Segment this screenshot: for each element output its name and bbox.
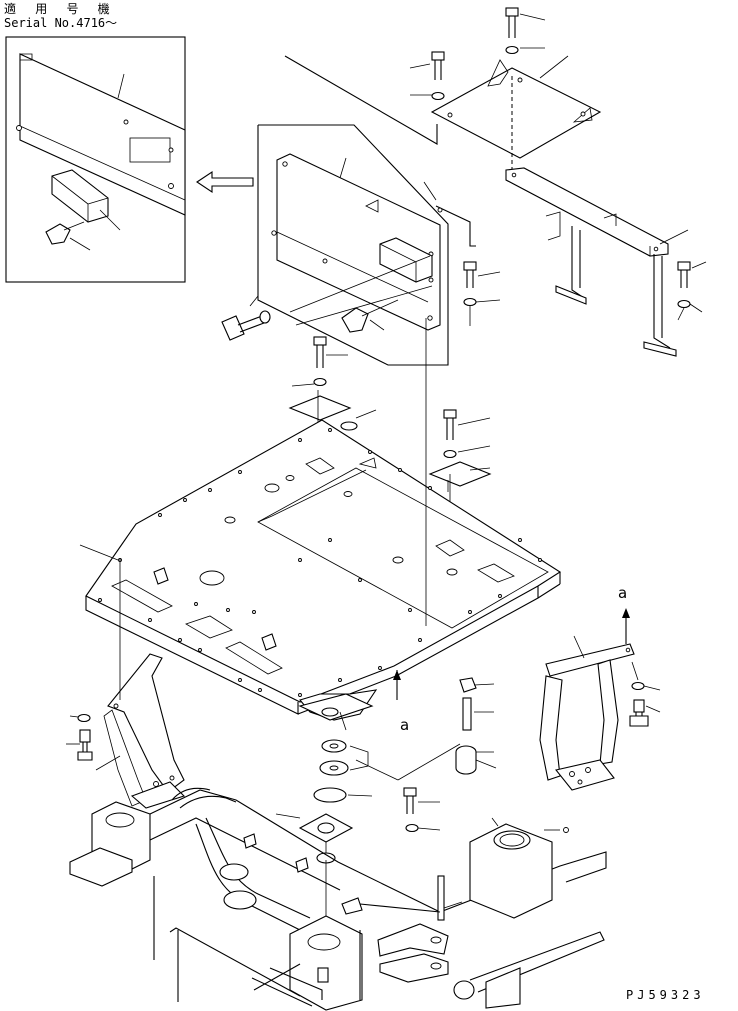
view-arrow-right xyxy=(622,608,630,644)
cover-plate-assembly xyxy=(221,55,476,366)
mid-bolts xyxy=(463,261,501,326)
drawing-number: PJ59323 xyxy=(626,988,705,1002)
top-right-plate xyxy=(409,7,602,170)
view-marker-a-upper: a xyxy=(618,584,628,602)
floor-frame xyxy=(79,419,562,721)
right-hardware xyxy=(355,677,497,781)
inset-detail-box xyxy=(5,36,186,283)
applicability-label: 適 用 号 機 xyxy=(4,2,116,16)
support-stand xyxy=(505,167,707,357)
view-a-bracket xyxy=(539,635,661,791)
left-bracket xyxy=(66,558,186,809)
view-arrow-left xyxy=(393,670,401,700)
serial-number-label: Serial No.4716～ xyxy=(4,16,118,30)
view-marker-a-lower: a xyxy=(400,716,410,734)
chassis-frame xyxy=(69,787,607,1011)
